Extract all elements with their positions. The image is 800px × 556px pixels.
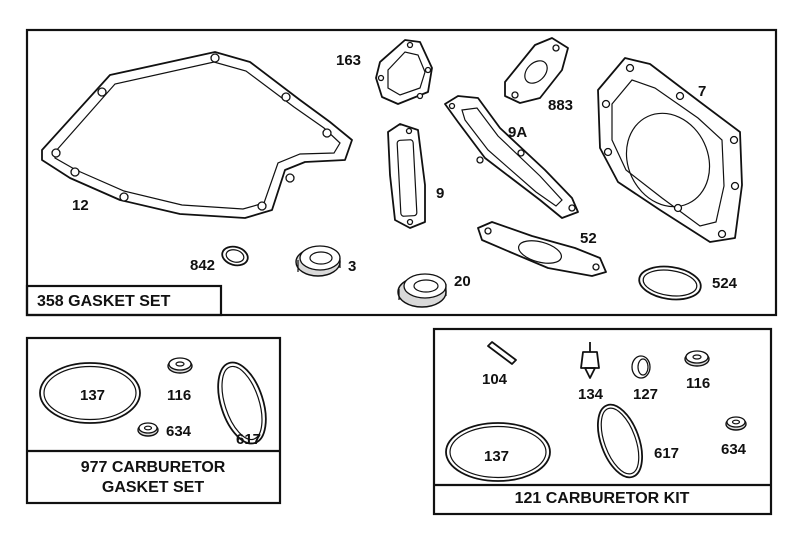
part-163-gasket (375, 39, 433, 105)
label-20: 20 (454, 273, 471, 290)
part-617-ring-kit (597, 403, 643, 479)
part-7-head-gasket (597, 57, 743, 243)
carb-kit-frame (432, 327, 773, 516)
part-883-gasket (504, 37, 569, 104)
gasket-set-caption: 358 GASKET SET (37, 293, 171, 310)
label-9a: 9A (508, 124, 527, 141)
carb-kit-caption: 121 CARBURETOR KIT (515, 490, 690, 507)
carb-gasket-set-panel: 977 CARBURETOR GASKET SET (25, 336, 282, 505)
label-7: 7 (698, 83, 706, 100)
label-116-a: 116 (167, 387, 191, 404)
label-163: 163 (336, 52, 361, 69)
label-134: 134 (578, 386, 604, 403)
part-116-washer-kit (684, 350, 710, 367)
part-9a-gasket (444, 95, 579, 219)
part-134-needle (580, 342, 600, 379)
carb-kit-panel: 121 CARBURETOR KIT (432, 327, 773, 516)
part-842-ring (221, 245, 249, 267)
label-137-a: 137 (80, 387, 105, 404)
label-842: 842 (190, 257, 215, 274)
label-9: 9 (436, 185, 444, 202)
carb-gasket-set-caption-line1: 977 CARBURETOR (81, 459, 226, 476)
label-524: 524 (712, 275, 738, 292)
carb-gasket-set-frame (25, 336, 282, 505)
part-634-washer (137, 422, 159, 437)
part-3-oil-seal (295, 245, 341, 277)
part-127-plug (631, 355, 651, 379)
part-634-washer-kit (725, 416, 747, 431)
part-524-ring (638, 265, 702, 301)
label-3: 3 (348, 258, 356, 275)
label-634-b: 634 (721, 441, 747, 458)
part-137-ring (39, 362, 141, 424)
gasket-set-frame (25, 28, 778, 317)
gasket-set-panel: 358 GASKET SET (25, 28, 778, 317)
part-20-oil-seal (397, 273, 447, 308)
part-617-ring (217, 361, 267, 445)
label-52: 52 (580, 230, 597, 247)
label-617-a: 617 (236, 431, 261, 448)
label-127: 127 (633, 386, 658, 403)
label-883: 883 (548, 97, 573, 114)
label-634-a: 634 (166, 423, 192, 440)
part-116-washer (167, 357, 193, 374)
label-617-b: 617 (654, 445, 679, 462)
part-9-gasket (387, 123, 426, 229)
gasket-set-caption-box (25, 284, 223, 317)
label-137-b: 137 (484, 448, 509, 465)
part-52-gasket (477, 221, 607, 277)
part-137-ring-kit (445, 422, 551, 482)
label-104: 104 (482, 371, 508, 388)
part-12-crankcase-gasket (41, 51, 353, 219)
label-12: 12 (72, 197, 89, 214)
label-116-b: 116 (686, 375, 710, 392)
carb-gasket-set-caption-line2: GASKET SET (102, 479, 204, 496)
part-104-pin (487, 341, 517, 365)
